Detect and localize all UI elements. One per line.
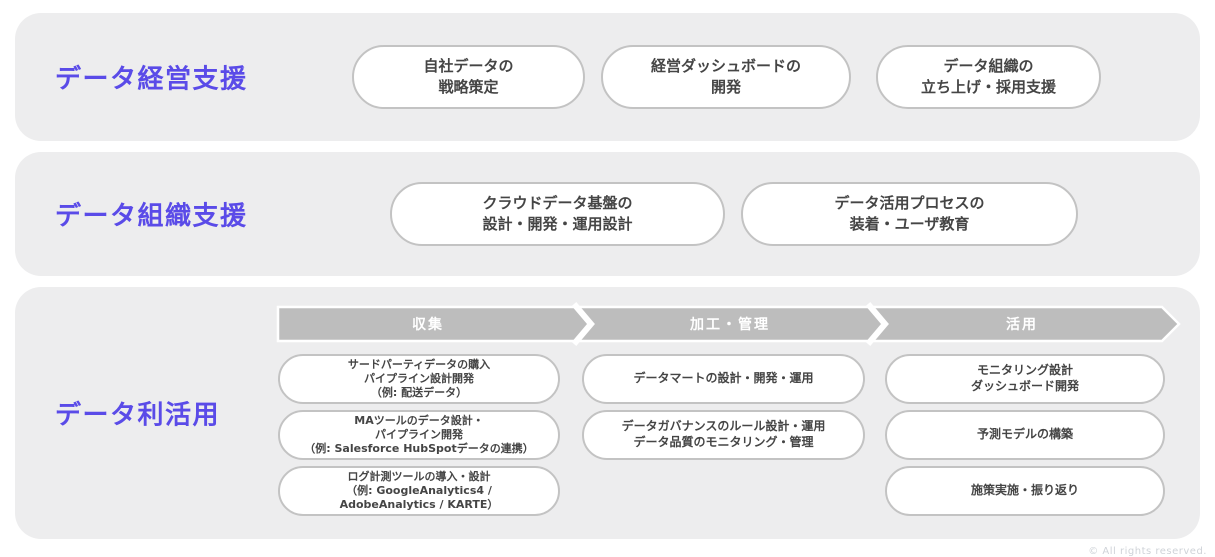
stage-label-processing-management: 加工・管理: [690, 317, 770, 333]
service-pill-cloud-data-platform: クラウドデータ基盤の 設計・開発・運用設計: [390, 182, 725, 246]
column-utilization: モニタリング設計 ダッシュボード開発 予測モデルの構築 施策実施・振り返り: [885, 354, 1165, 516]
service-pill-own-data-strategy: 自社データの 戦略策定: [352, 45, 585, 109]
stage-label-collection: 収集: [412, 317, 444, 333]
utilization-pill-grid: サードパーティデータの購入 パイプライン設計開発 （例: 配送データ） MAツー…: [278, 354, 1180, 516]
process-stage-arrow-bar: 収集 加工・管理 活用: [276, 302, 1181, 346]
service-pill-exec-dashboard-dev: 経営ダッシュボードの 開発: [601, 45, 851, 109]
pill-row-management: 自社データの 戦略策定 経営ダッシュボードの 開発 データ組織の 立ち上げ・採用…: [352, 45, 1101, 109]
stage-divider-chevron-icon: [571, 302, 595, 346]
service-pill-data-governance-quality: データガバナンスのルール設計・運用 データ品質のモニタリング・管理: [582, 410, 865, 460]
section-data-management-support: データ経営支援 自社データの 戦略策定 経営ダッシュボードの 開発 データ組織の…: [15, 13, 1200, 141]
service-pill-data-process-adoption: データ活用プロセスの 装着・ユーザ教育: [741, 182, 1078, 246]
section-data-utilization: データ利活用 収集 加工・管理 活用 サードパーティデータの購入 パイプライン設…: [15, 287, 1200, 539]
service-pill-data-org-launch-hiring: データ組織の 立ち上げ・採用支援: [876, 45, 1101, 109]
service-pill-log-measurement-tools: ログ計測ツールの導入・設計 （例: GoogleAnalytics4 / Ado…: [278, 466, 560, 516]
stage-arrow-graphic: [276, 302, 1181, 346]
service-pill-thirdparty-data-pipeline: サードパーティデータの購入 パイプライン設計開発 （例: 配送データ）: [278, 354, 560, 404]
column-processing-management: データマートの設計・開発・運用 データガバナンスのルール設計・運用 データ品質の…: [582, 354, 865, 460]
stage-divider-chevron-icon: [865, 302, 889, 346]
section-title-data-organization-support: データ組織支援: [55, 201, 248, 232]
service-pill-monitoring-dashboard: モニタリング設計 ダッシュボード開発: [885, 354, 1165, 404]
service-pill-predictive-model: 予測モデルの構築: [885, 410, 1165, 460]
service-pill-measure-execution-review: 施策実施・振り返り: [885, 466, 1165, 516]
service-pill-ma-tool-pipeline: MAツールのデータ設計・ パイプライン開発 （例: Salesforce Hub…: [278, 410, 560, 460]
section-data-organization-support: データ組織支援 クラウドデータ基盤の 設計・開発・運用設計 データ活用プロセスの…: [15, 152, 1200, 276]
section-title-data-management-support: データ経営支援: [55, 64, 248, 95]
section-title-data-utilization: データ利活用: [55, 400, 221, 431]
stage-label-utilization: 活用: [1006, 317, 1038, 333]
pill-row-organization: クラウドデータ基盤の 設計・開発・運用設計 データ活用プロセスの 装着・ユーザ教…: [390, 182, 1078, 246]
stage-arrow-body-icon: [276, 305, 1181, 343]
service-pill-datamart-design: データマートの設計・開発・運用: [582, 354, 865, 404]
data-flow-area: 収集 加工・管理 活用 サードパーティデータの購入 パイプライン設計開発 （例:…: [276, 302, 1181, 516]
column-collection: サードパーティデータの購入 パイプライン設計開発 （例: 配送データ） MAツー…: [278, 354, 560, 516]
